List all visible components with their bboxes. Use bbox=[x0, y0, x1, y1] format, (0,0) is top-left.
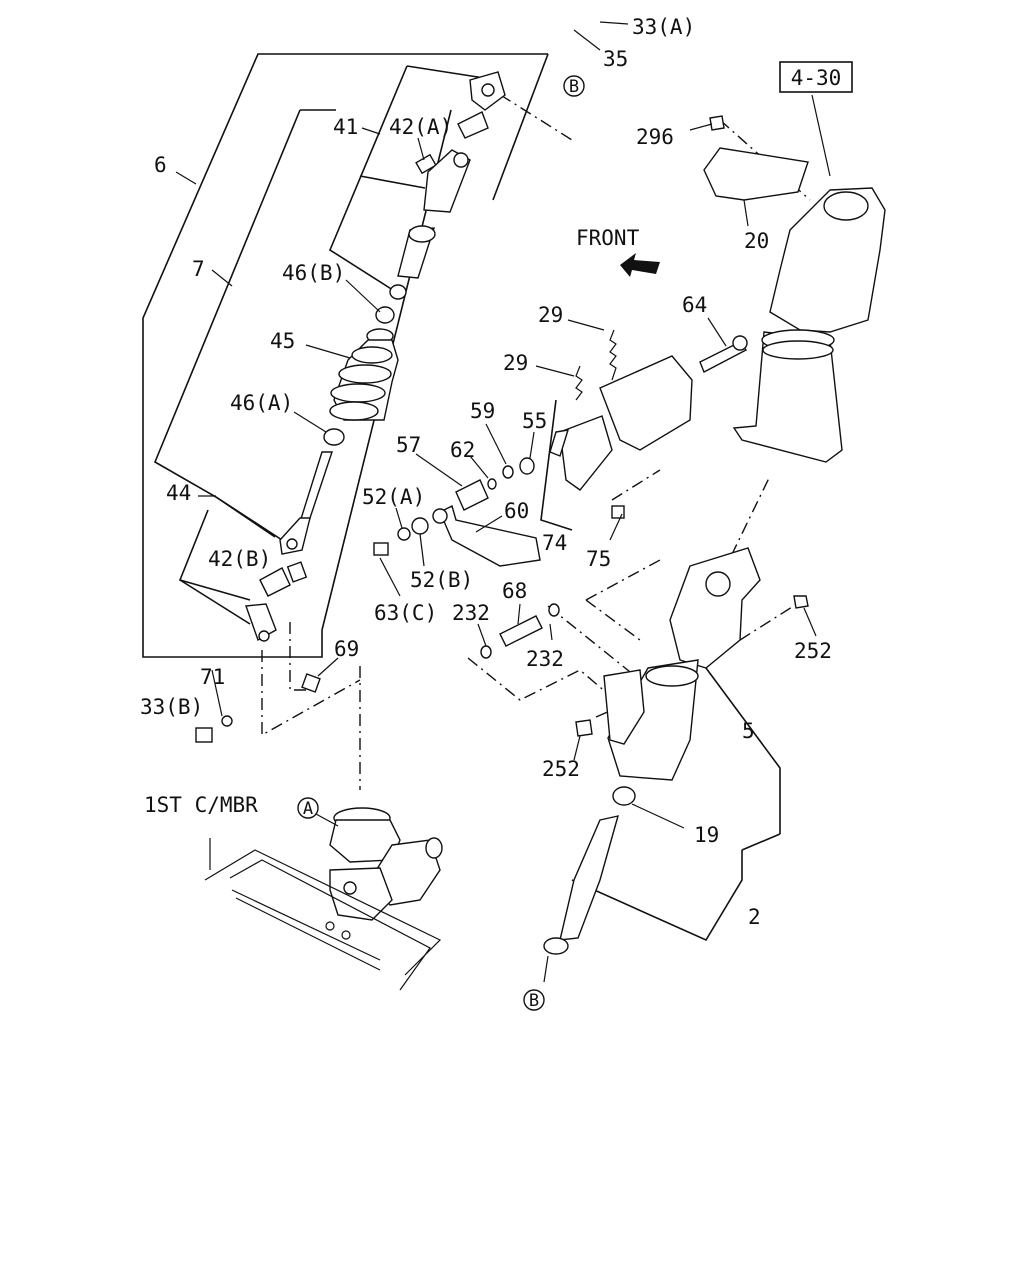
shaft-lower bbox=[279, 451, 333, 555]
part-labels: 33(A) 35 296 20 6 41 42(A) 7 46(B) 45 46… bbox=[140, 15, 832, 929]
label-68: 68 bbox=[502, 579, 527, 603]
label-46a: 46(A) bbox=[230, 391, 293, 415]
label-45: 45 bbox=[270, 329, 295, 353]
label-232-right: 232 bbox=[526, 647, 564, 671]
bracket-group-74 bbox=[540, 399, 573, 531]
column-bracket-5 bbox=[603, 547, 761, 781]
circle-marker-b-top: B bbox=[563, 75, 585, 97]
column-boot bbox=[732, 329, 843, 463]
label-5: 5 bbox=[742, 719, 755, 743]
label-46b: 46(B) bbox=[282, 261, 345, 285]
label-33b: 33(B) bbox=[140, 695, 203, 719]
cross-member-label: 1ST C/MBR bbox=[144, 793, 258, 817]
front-arrow-icon bbox=[620, 253, 660, 277]
label-41: 41 bbox=[333, 115, 358, 139]
label-2: 2 bbox=[748, 905, 761, 929]
label-52b: 52(B) bbox=[410, 568, 473, 592]
label-44: 44 bbox=[166, 481, 191, 505]
label-60: 60 bbox=[504, 499, 529, 523]
small-hardware-right bbox=[373, 335, 809, 737]
label-29-lower: 29 bbox=[503, 351, 528, 375]
universal-joint-upper bbox=[415, 71, 506, 175]
label-42b: 42(B) bbox=[208, 547, 271, 571]
springs-29 bbox=[575, 329, 617, 401]
grommet-46a bbox=[323, 428, 345, 446]
label-55: 55 bbox=[522, 409, 547, 433]
label-232-left: 232 bbox=[452, 601, 490, 625]
circle-marker-a: A bbox=[297, 797, 319, 819]
label-74: 74 bbox=[542, 531, 567, 555]
label-62: 62 bbox=[450, 438, 475, 462]
label-19: 19 bbox=[694, 823, 719, 847]
label-59: 59 bbox=[470, 399, 495, 423]
label-6: 6 bbox=[154, 153, 167, 177]
marker-b-top-label: B bbox=[569, 77, 579, 97]
bracket-group-2 bbox=[571, 833, 781, 942]
circle-marker-b-bottom: B bbox=[523, 989, 545, 1011]
label-71: 71 bbox=[200, 665, 225, 689]
reference-label-4-30: 4-30 bbox=[791, 66, 842, 90]
label-33a: 33(A) bbox=[632, 15, 695, 39]
label-252-lower: 252 bbox=[542, 757, 580, 781]
bracket-group-5 bbox=[705, 667, 781, 834]
cross-member bbox=[204, 838, 442, 991]
reference-box-4-30: 4-30 bbox=[779, 61, 853, 93]
leader-lines bbox=[175, 21, 831, 983]
tilt-bracket-plates bbox=[432, 355, 693, 567]
label-42a: 42(A) bbox=[389, 115, 452, 139]
steering-gearbox bbox=[329, 807, 443, 921]
label-64: 64 bbox=[682, 293, 707, 317]
label-296: 296 bbox=[636, 125, 674, 149]
bracket-group-6 bbox=[142, 53, 549, 658]
label-7: 7 bbox=[192, 257, 205, 281]
label-63c: 63(C) bbox=[374, 601, 437, 625]
front-label: FRONT bbox=[576, 226, 640, 250]
boot-45 bbox=[329, 328, 399, 421]
marker-b-bottom-label: B bbox=[529, 991, 539, 1011]
label-29-upper: 29 bbox=[538, 303, 563, 327]
bracket-group-44 bbox=[178, 496, 283, 625]
small-hardware-left bbox=[195, 673, 321, 743]
column-cover-upper bbox=[703, 115, 886, 333]
label-69: 69 bbox=[334, 637, 359, 661]
label-57: 57 bbox=[396, 433, 421, 457]
label-35: 35 bbox=[603, 47, 628, 71]
label-52a: 52(A) bbox=[362, 485, 425, 509]
label-75: 75 bbox=[586, 547, 611, 571]
shaft-upper bbox=[397, 149, 471, 279]
steering-shaft-2 bbox=[543, 786, 636, 955]
label-20: 20 bbox=[744, 229, 769, 253]
marker-a-label: A bbox=[303, 799, 313, 819]
label-252-right: 252 bbox=[794, 639, 832, 663]
grommet-46b bbox=[375, 284, 407, 324]
universal-joint-lower bbox=[245, 561, 308, 642]
